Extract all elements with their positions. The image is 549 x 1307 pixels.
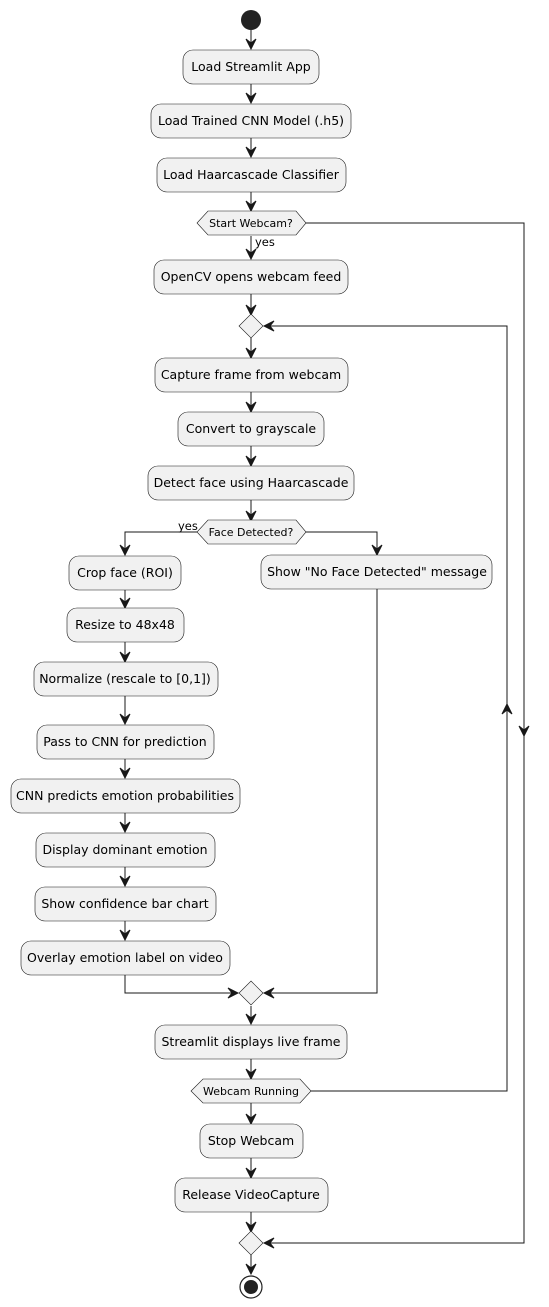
arrowhead xyxy=(262,987,275,999)
arrowhead xyxy=(245,200,257,213)
edge-noface-merge xyxy=(266,589,378,994)
svg-text:Stop Webcam: Stop Webcam xyxy=(208,1133,294,1148)
arrowhead xyxy=(518,725,530,738)
final-merge-diamond xyxy=(238,1230,264,1256)
svg-text:Release VideoCapture: Release VideoCapture xyxy=(182,1187,320,1202)
arrowhead xyxy=(245,248,257,261)
node-grayscale: Convert to grayscale xyxy=(177,411,325,447)
node-pass-cnn: Pass to CNN for prediction xyxy=(36,724,215,760)
svg-text:Resize to 48x48: Resize to 48x48 xyxy=(75,617,175,632)
node-stop: Stop Webcam xyxy=(199,1123,304,1159)
svg-text:Show "No Face Detected" messag: Show "No Face Detected" message xyxy=(267,564,487,579)
edge-face-yes xyxy=(124,531,197,553)
decision-start-webcam: Start Webcam? xyxy=(196,210,307,236)
arrowhead xyxy=(262,320,275,332)
label-start-yes: yes xyxy=(255,235,275,249)
arrowhead xyxy=(245,92,257,105)
arrowhead xyxy=(245,38,257,51)
arrowheads xyxy=(119,38,530,1276)
decision-face-detected: Face Detected? xyxy=(196,519,307,545)
node-predict: CNN predicts emotion probabilities xyxy=(10,778,241,814)
arrowhead xyxy=(245,401,257,414)
branch-merge-diamond xyxy=(238,980,264,1006)
node-capture: Capture frame from webcam xyxy=(154,357,349,393)
svg-text:Normalize (rescale to [0,1]): Normalize (rescale to [0,1]) xyxy=(39,671,211,686)
arrowhead xyxy=(245,347,257,360)
node-load-model: Load Trained CNN Model (.h5) xyxy=(150,103,352,139)
node-overlay: Overlay emotion label on video xyxy=(20,940,231,976)
arrowhead xyxy=(245,304,257,317)
arrowhead xyxy=(245,1113,257,1126)
svg-text:Convert to grayscale: Convert to grayscale xyxy=(186,421,317,436)
arrowhead xyxy=(119,767,131,780)
node-normalize: Normalize (rescale to [0,1]) xyxy=(33,661,219,697)
arrowhead xyxy=(119,544,131,557)
arrowhead xyxy=(245,510,257,523)
node-crop: Crop face (ROI) xyxy=(68,555,182,591)
svg-text:Detect face using Haarcascade: Detect face using Haarcascade xyxy=(154,475,349,490)
svg-text:Streamlit displays live frame: Streamlit displays live frame xyxy=(162,1034,341,1049)
svg-text:OpenCV opens webcam feed: OpenCV opens webcam feed xyxy=(161,269,342,284)
arrowhead xyxy=(245,146,257,159)
node-chart: Show confidence bar chart xyxy=(34,886,217,922)
svg-text:CNN predicts emotion probabili: CNN predicts emotion probabilities xyxy=(16,788,234,803)
node-open-webcam: OpenCV opens webcam feed xyxy=(153,259,349,295)
svg-text:Load Haarcascade Classifier: Load Haarcascade Classifier xyxy=(163,167,340,182)
svg-text:Webcam Running: Webcam Running xyxy=(203,1085,299,1098)
label-face-yes: yes xyxy=(178,519,198,533)
svg-text:Show confidence bar chart: Show confidence bar chart xyxy=(41,896,208,911)
arrowhead xyxy=(119,713,131,726)
edge-overlay-merge xyxy=(124,975,236,994)
svg-text:Load Trained CNN Model (.h5): Load Trained CNN Model (.h5) xyxy=(158,113,344,128)
arrowhead xyxy=(371,544,383,557)
svg-text:Crop face (ROI): Crop face (ROI) xyxy=(77,565,173,580)
arrowhead xyxy=(245,1068,257,1081)
arrowhead xyxy=(245,455,257,468)
arrowhead xyxy=(245,1221,257,1234)
svg-text:Face Detected?: Face Detected? xyxy=(209,526,294,539)
start-node xyxy=(241,10,261,30)
svg-text:Display dominant emotion: Display dominant emotion xyxy=(42,842,207,857)
loop-merge-diamond xyxy=(238,313,264,339)
node-detect: Detect face using Haarcascade xyxy=(147,465,355,501)
svg-text:Overlay emotion label on video: Overlay emotion label on video xyxy=(27,950,223,965)
svg-text:Start Webcam?: Start Webcam? xyxy=(209,217,293,230)
edges xyxy=(124,30,525,1256)
arrowhead xyxy=(119,597,131,610)
node-resize: Resize to 48x48 xyxy=(66,607,185,643)
node-release: Release VideoCapture xyxy=(174,1177,329,1213)
svg-text:Load Streamlit App: Load Streamlit App xyxy=(191,59,310,74)
arrowhead xyxy=(119,929,131,942)
edge-face-no xyxy=(305,531,378,553)
arrowhead xyxy=(227,987,240,999)
svg-text:yes: yes xyxy=(178,519,198,533)
arrowhead xyxy=(119,821,131,834)
node-load-haar: Load Haarcascade Classifier xyxy=(156,157,347,193)
node-display: Display dominant emotion xyxy=(35,832,216,868)
node-load-app: Load Streamlit App xyxy=(182,49,320,85)
arrowhead xyxy=(501,702,513,715)
decision-webcam-running: Webcam Running xyxy=(190,1078,312,1104)
svg-text:Pass to CNN for prediction: Pass to CNN for prediction xyxy=(43,734,206,749)
end-node xyxy=(239,1256,263,1299)
arrowhead xyxy=(262,1237,275,1249)
svg-text:yes: yes xyxy=(255,235,275,249)
arrowhead xyxy=(245,1013,257,1026)
arrowhead xyxy=(119,651,131,664)
arrowhead xyxy=(245,1167,257,1180)
node-live-frame: Streamlit displays live frame xyxy=(154,1024,348,1060)
node-no-face: Show "No Face Detected" message xyxy=(260,554,493,590)
svg-text:Capture frame from webcam: Capture frame from webcam xyxy=(161,367,341,382)
arrowhead xyxy=(119,875,131,888)
